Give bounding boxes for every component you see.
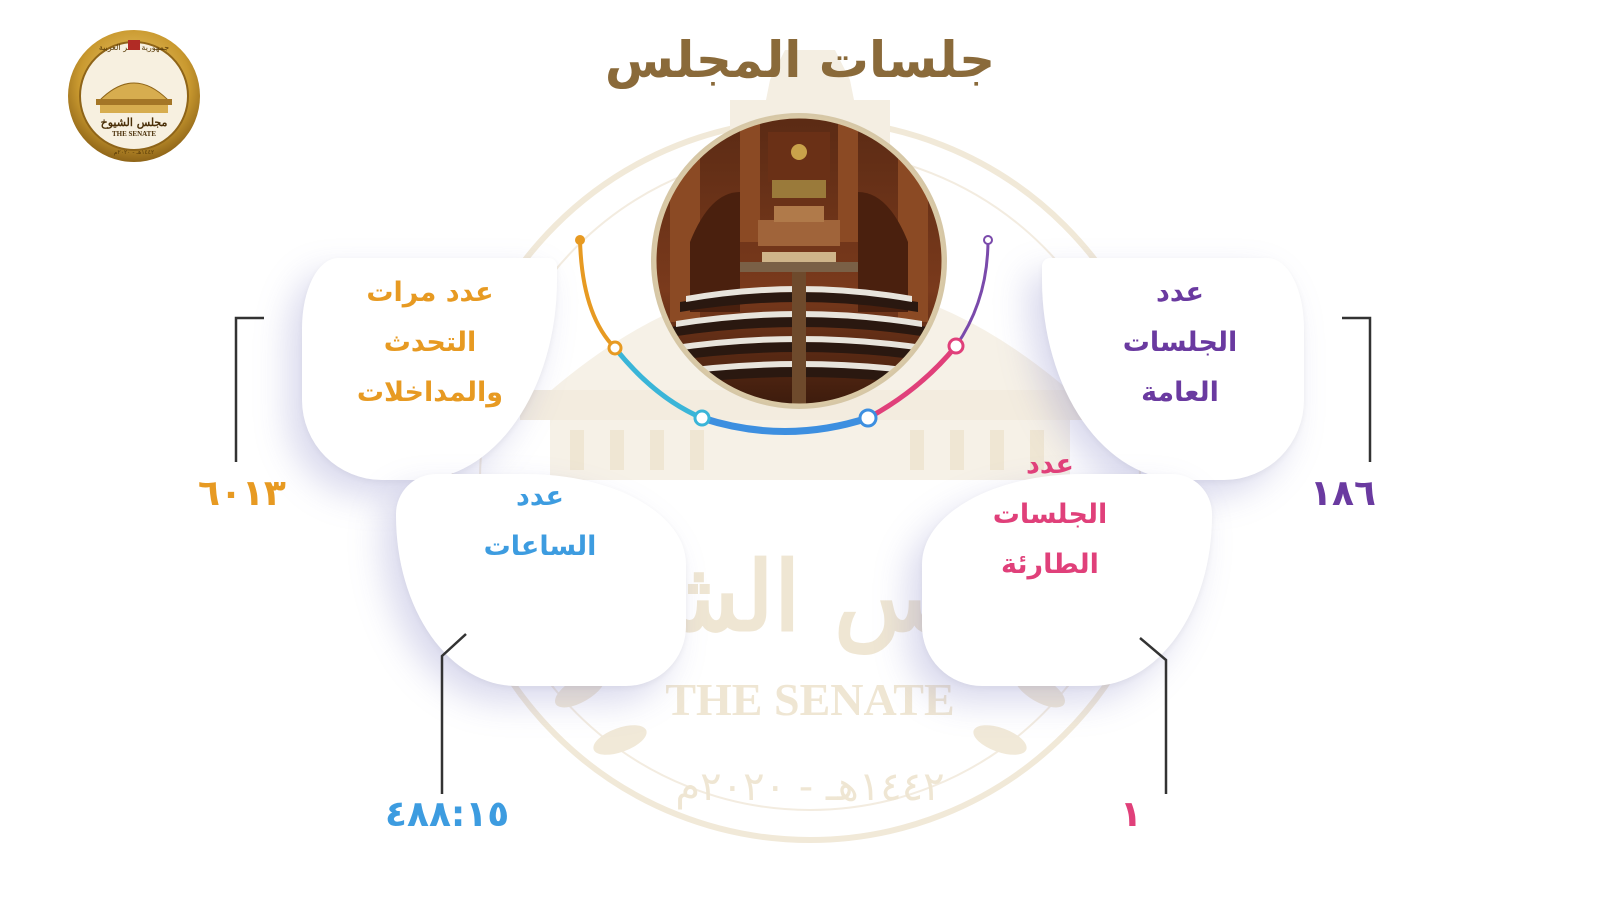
label-emergency-line-1: عدد: [1026, 449, 1074, 480]
arc-dot-general: [983, 235, 993, 245]
value-hours: ٤٨٨:١٥: [385, 794, 510, 835]
arc-node-3: [858, 408, 878, 428]
logo-year: ١٤٤٢هـ - ٢٠٢٠م: [114, 149, 154, 156]
arc-node-2: [693, 409, 711, 427]
label-emergency-sessions: عدد الجلسات الطارئة: [960, 440, 1140, 590]
label-hours: عدد الساعات: [460, 472, 620, 572]
bracket-general: [1342, 316, 1372, 462]
label-emergency-line-3: الطارئة: [1001, 549, 1099, 580]
arc-dot-speaking: [575, 235, 585, 245]
label-speaking: عدد مرات التحدث والمداخلات: [330, 268, 530, 418]
chamber-photo: [651, 113, 947, 409]
arc-connector: [575, 235, 993, 435]
page-title: جلسات المجلس: [604, 31, 996, 89]
arc-node-1: [607, 340, 623, 356]
logo-caption-en: THE SENATE: [112, 130, 156, 138]
senate-logo: جمهورية مصر العربية مجلس الشيوخ THE SENA…: [68, 30, 200, 162]
watermark-year: ١٤٤٢هـ - ٢٠٢٠م: [675, 764, 944, 810]
label-speaking-line-1: عدد مرات: [366, 277, 494, 308]
logo-caption-ar: مجلس الشيوخ: [101, 116, 168, 129]
label-hours-line-2: الساعات: [483, 531, 597, 562]
label-emergency-line-2: الجلسات: [992, 499, 1108, 530]
watermark-caption-en: THE SENATE: [665, 674, 954, 725]
label-hours-line-1: عدد: [516, 481, 564, 512]
label-general-line-3: العامة: [1141, 377, 1219, 408]
arc-node-4: [947, 337, 965, 355]
value-general-sessions: ١٨٦: [1310, 473, 1376, 514]
bracket-speaking: [234, 316, 264, 462]
label-general-line-1: عدد: [1156, 277, 1204, 308]
value-emergency-sessions: ١: [1120, 794, 1142, 835]
label-general-line-2: الجلسات: [1122, 327, 1238, 358]
label-general-sessions: عدد الجلسات العامة: [1090, 268, 1270, 418]
label-speaking-line-2: التحدث: [383, 327, 477, 358]
value-speaking: ٦٠١٣: [198, 473, 286, 514]
label-speaking-line-3: والمداخلات: [356, 377, 504, 408]
